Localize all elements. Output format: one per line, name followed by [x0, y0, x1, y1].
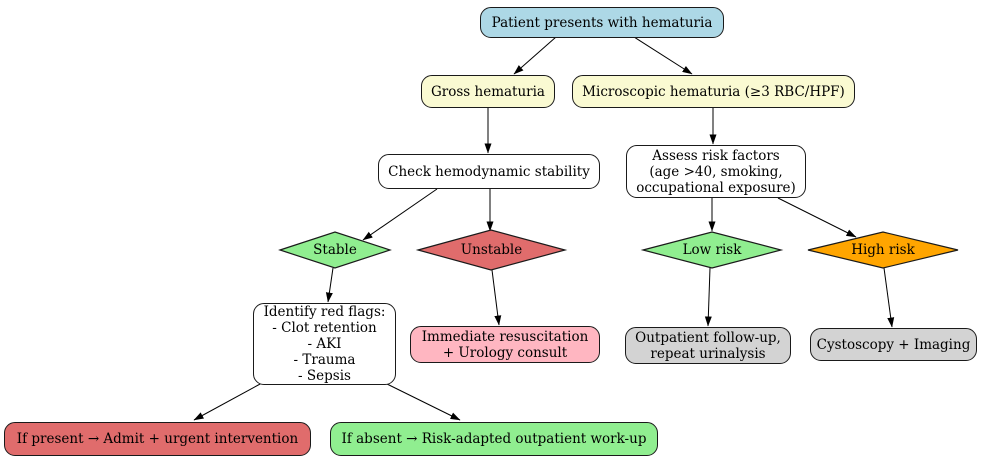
node-low-risk-diamond [640, 231, 784, 269]
edge-patient-to-micro [633, 36, 693, 75]
node-outpatient-followup: Outpatient follow-up, repeat urinalysis [625, 327, 791, 364]
edge-check-to-stable [362, 188, 438, 241]
edge-identify-to-ifabsent [384, 382, 461, 421]
edge-identify-to-ifpresent [193, 382, 263, 421]
node-gross-hematuria: Gross hematuria [421, 75, 555, 108]
node-identify-red-flags: Identify red flags: - Clot retention - A… [253, 303, 396, 385]
node-high-risk-diamond [807, 231, 959, 269]
edge-unstable-to-immediate [491, 269, 502, 326]
node-if-present-admit: If present → Admit + urgent intervention [4, 422, 311, 456]
edge-assess-to-highrisk [777, 197, 857, 238]
node-check-stability: Check hemodynamic stability [378, 154, 600, 189]
node-patient-presents: Patient presents with hematuria [480, 7, 724, 38]
node-microscopic-hematuria: Microscopic hematuria (≥3 RBC/HPF) [572, 75, 855, 108]
edge-stable-to-identify [325, 267, 334, 303]
edge-highrisk-to-cystoscopy [883, 267, 895, 328]
edge-lowrisk-to-outpatient [704, 267, 712, 327]
node-assess-risk-factors: Assess risk factors (age >40, smoking, o… [626, 145, 806, 198]
node-unstable-diamond [415, 229, 568, 271]
edge-patient-to-gross [513, 36, 557, 75]
node-cystoscopy-imaging: Cystoscopy + Imaging [810, 328, 977, 361]
node-immediate-resuscitation: Immediate resuscitation + Urology consul… [410, 326, 600, 363]
node-if-absent-workup: If absent → Risk-adapted outpatient work… [330, 422, 658, 456]
node-stable-diamond [278, 231, 392, 269]
